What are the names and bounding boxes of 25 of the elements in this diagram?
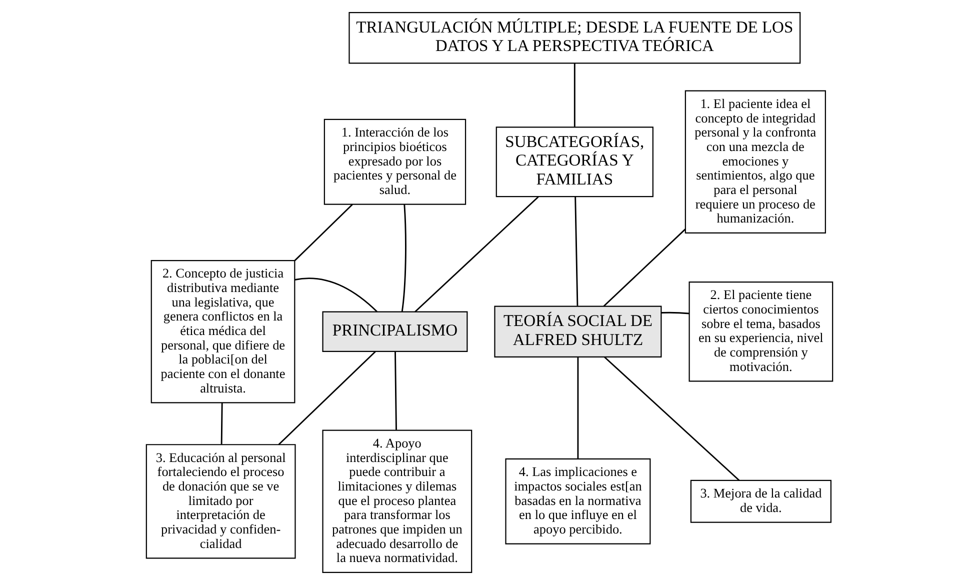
node-box: 4. Apoyo interdisciplinar que puede contribuir a limitaciones y dilemas que el proceso plantea para transformar los patrones que impiden un adecuado desarrollo de la nueva normatividad. (322, 430, 472, 574)
connector (414, 196, 538, 312)
node-box: TEORÍA SOCIAL DE ALFRED SHULTZ (494, 306, 662, 358)
connector (573, 63, 575, 127)
connector (576, 357, 578, 459)
connector (394, 352, 396, 430)
connector (604, 356, 740, 481)
node-box: 4. Las implicaciones e impactos sociales est[an basadas en la normativa en lo que influye en el apoyo percibido. (504, 458, 650, 544)
node-box: SUBCATEGORÍAS, CATEGORÍAS Y FAMILIAS (495, 126, 653, 198)
node-box: 2. Concepto de justicia distributiva mediante una legislativa, que genera conflictos en la ética médica del personal, que difiere de la poblaci[on del paciente con el donante altruista. (150, 260, 295, 404)
connector (294, 278, 377, 312)
connector (660, 312, 689, 314)
node-box: PRINCIPALISMO (322, 311, 468, 352)
connector (602, 228, 686, 307)
node-box: 3. Educación al personal fortaleciendo el proceso de donación que se ve limitado por interpretación de privacidad y confiden-cialidad (145, 444, 296, 559)
node-box: TRIANGULACIÓN MÚLTIPLE; DESDE LA FUENTE DE LOS DATOS Y LA PERSPECTIVA TEÓRICA (348, 12, 800, 64)
connector (220, 402, 222, 444)
connector (294, 204, 352, 262)
node-box: 1. Interacción de los principios bioéticos expresado por los pacientes y personal de salud. (323, 118, 466, 205)
node-box: 1. El paciente idea el concepto de integridad personal y la confronta con una mezcla de emociones y sentimientos, algo que para el personal requiere un proceso de humanización. (684, 90, 826, 234)
connector (400, 204, 406, 312)
node-box: 2. El paciente tiene ciertos conocimientos sobre el tema, basados en su experiencia, nivel de comprensión y motivación. (688, 281, 833, 382)
connector (574, 196, 578, 306)
connector (278, 351, 376, 446)
node-box: 3. Mejora de la calidad de vida. (690, 480, 831, 523)
